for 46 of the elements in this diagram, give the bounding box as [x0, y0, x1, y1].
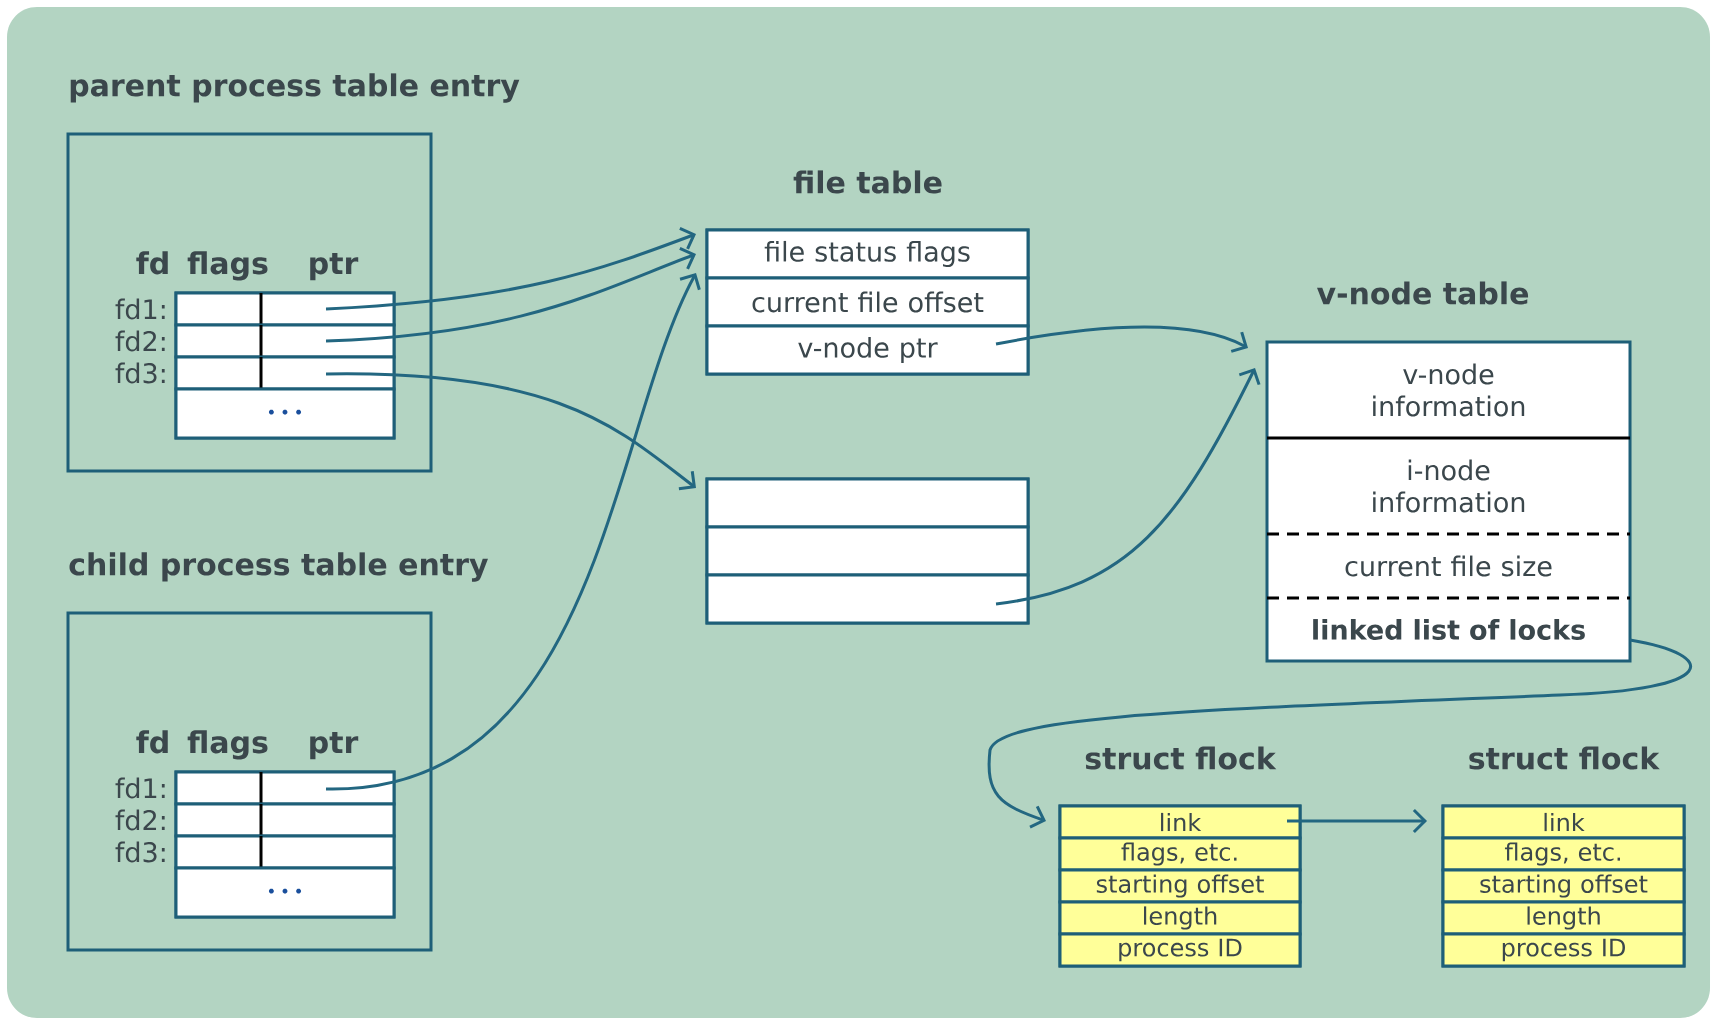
table-row: process ID [1441, 932, 1686, 968]
arrow [1287, 808, 1427, 834]
arrow [987, 638, 1691, 829]
heading: file table [793, 170, 942, 194]
table-row: starting offset [1058, 868, 1302, 904]
table-row: v-node information [1373, 363, 1525, 417]
table-row: file status flags [705, 228, 1030, 280]
row-label: fd3: [115, 841, 165, 863]
arrow [325, 273, 701, 791]
arrow [325, 246, 696, 343]
arrow [995, 325, 1248, 353]
arrow [326, 372, 696, 491]
table-row: flags, etc. [1058, 836, 1302, 872]
table-row: length [1058, 900, 1302, 936]
heading: struct flock [1085, 746, 1277, 770]
table-row [705, 573, 1030, 625]
column-header: flags [187, 730, 268, 760]
arrow [325, 226, 696, 311]
table-row: • • • [174, 387, 396, 440]
row-label: fd2: [115, 330, 165, 352]
heading: parent process table entry [70, 73, 520, 103]
column-header: flags [187, 251, 268, 281]
row-label: fd2: [115, 809, 165, 831]
table-row: starting offset [1441, 868, 1686, 904]
heading: v-node table [1317, 281, 1529, 305]
column-header: fd [136, 730, 168, 754]
table-row: length [1441, 900, 1686, 936]
table-row: linked list of locks [1313, 619, 1585, 640]
heading: child process table entry [69, 552, 488, 582]
table-row: i-node information [1373, 459, 1525, 513]
column-header: ptr [310, 252, 359, 281]
row-label: fd3: [115, 362, 165, 384]
table-row: current file offset [705, 276, 1030, 328]
table-row: link [1058, 804, 1302, 840]
table-row: link [1441, 804, 1686, 840]
arrow [995, 368, 1261, 606]
column-header: fd [136, 251, 168, 275]
row-label: fd1: [115, 777, 165, 799]
row-label: fd1: [115, 298, 165, 320]
table-row: process ID [1058, 932, 1302, 968]
heading: struct flock [1469, 746, 1660, 770]
table-row: flags, etc. [1441, 836, 1686, 872]
table-row: current file size [1345, 555, 1552, 577]
table-row: • • • [174, 866, 396, 919]
table-row: v-node ptr [705, 324, 1030, 376]
column-header: ptr [310, 731, 359, 760]
